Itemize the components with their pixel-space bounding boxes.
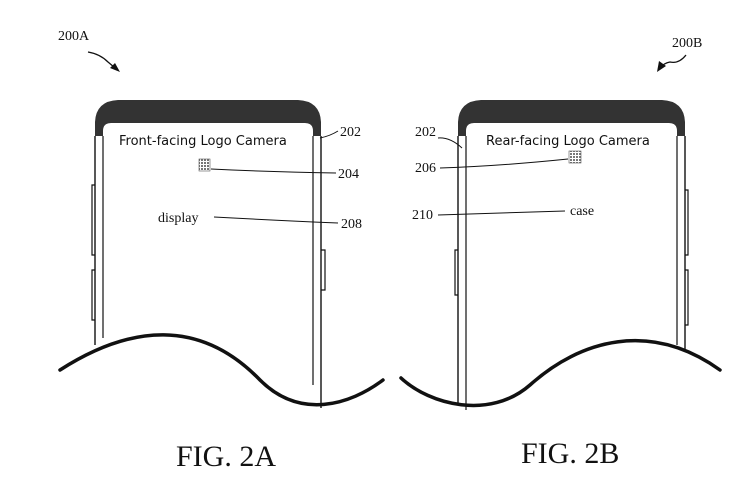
ref-200b-arrowhead bbox=[657, 61, 666, 72]
side-button-a-left bbox=[91, 184, 95, 256]
ref-202-b: 202 bbox=[415, 125, 436, 140]
side-button-a-right bbox=[321, 249, 326, 291]
phone-screen-b bbox=[465, 136, 678, 410]
ref-200a-arrowhead bbox=[110, 63, 120, 72]
caption-a: FIG. 2A bbox=[176, 440, 276, 473]
figure-2b: 200B Rear-facing Logo Camera 202 206 210… bbox=[399, 36, 722, 470]
ref-210: 210 bbox=[412, 208, 433, 223]
side-button-a-left-2 bbox=[91, 269, 95, 321]
leader-208 bbox=[213, 216, 339, 224]
phone-screen-a bbox=[102, 136, 314, 385]
phone-bezel-a bbox=[95, 100, 321, 136]
phone-outer-a bbox=[94, 136, 322, 408]
ref-202-a: 202 bbox=[340, 125, 361, 140]
ref-200b: 200B bbox=[672, 36, 702, 51]
camera-b-icon bbox=[568, 150, 582, 164]
wave-curve-b bbox=[399, 339, 722, 408]
phone-bezel-b bbox=[458, 100, 685, 136]
side-button-b-right-2 bbox=[685, 269, 689, 326]
leader-202-a bbox=[319, 130, 339, 139]
figure-2a: 200A Front-facing Logo Camera 202 204 di… bbox=[58, 29, 385, 473]
title-a: Front-facing Logo Camera bbox=[119, 134, 287, 149]
side-button-b-right bbox=[685, 189, 689, 256]
ref-204: 204 bbox=[338, 167, 359, 182]
label-case: case bbox=[570, 204, 594, 219]
side-button-b-left bbox=[454, 249, 458, 296]
leader-202-b bbox=[437, 137, 463, 149]
label-display: display bbox=[158, 211, 198, 226]
ref-200a: 200A bbox=[58, 29, 90, 44]
camera-a-icon bbox=[198, 158, 211, 172]
leader-210 bbox=[437, 210, 566, 216]
phone-outer-b bbox=[457, 136, 686, 405]
title-b: Rear-facing Logo Camera bbox=[486, 134, 650, 149]
leader-206 bbox=[439, 158, 569, 169]
ref-208: 208 bbox=[341, 217, 362, 232]
caption-b: FIG. 2B bbox=[521, 437, 619, 470]
leader-204 bbox=[210, 168, 337, 174]
ref-206: 206 bbox=[415, 161, 436, 176]
wave-curve-a bbox=[58, 333, 385, 407]
